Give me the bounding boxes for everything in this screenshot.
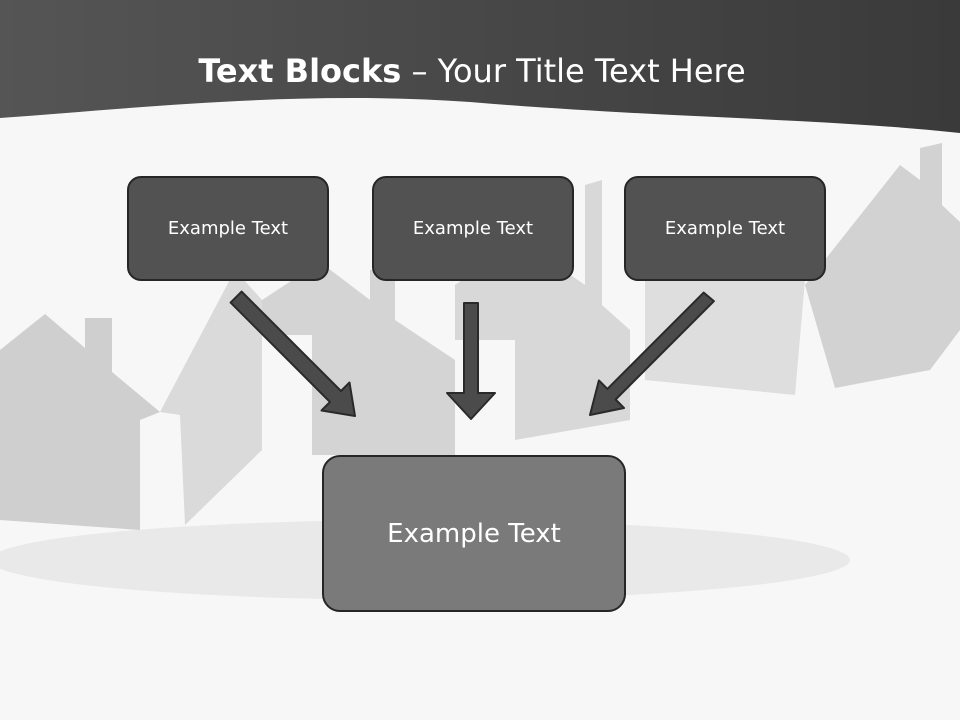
- slide-title: Text Blocks – Your Title Text Here: [0, 52, 944, 90]
- text-block-3: Example Text: [624, 176, 826, 281]
- paper-houses-image: [0, 143, 960, 600]
- text-block-2: Example Text: [372, 176, 574, 281]
- text-block-1-label: Example Text: [167, 218, 289, 239]
- arrow-center: [446, 302, 496, 420]
- arrows: [229, 290, 715, 420]
- text-block-2-label: Example Text: [412, 218, 534, 239]
- title-bold-part: Text Blocks: [198, 52, 402, 90]
- target-block: Example Text: [322, 455, 626, 612]
- arrow-right: [589, 291, 715, 416]
- arrow-left: [229, 290, 356, 417]
- text-block-1: Example Text: [127, 176, 329, 281]
- target-block-label: Example Text: [387, 518, 561, 549]
- header-band: [0, 0, 960, 133]
- text-block-3-label: Example Text: [664, 218, 786, 239]
- title-rest-part: – Your Title Text Here: [401, 52, 746, 90]
